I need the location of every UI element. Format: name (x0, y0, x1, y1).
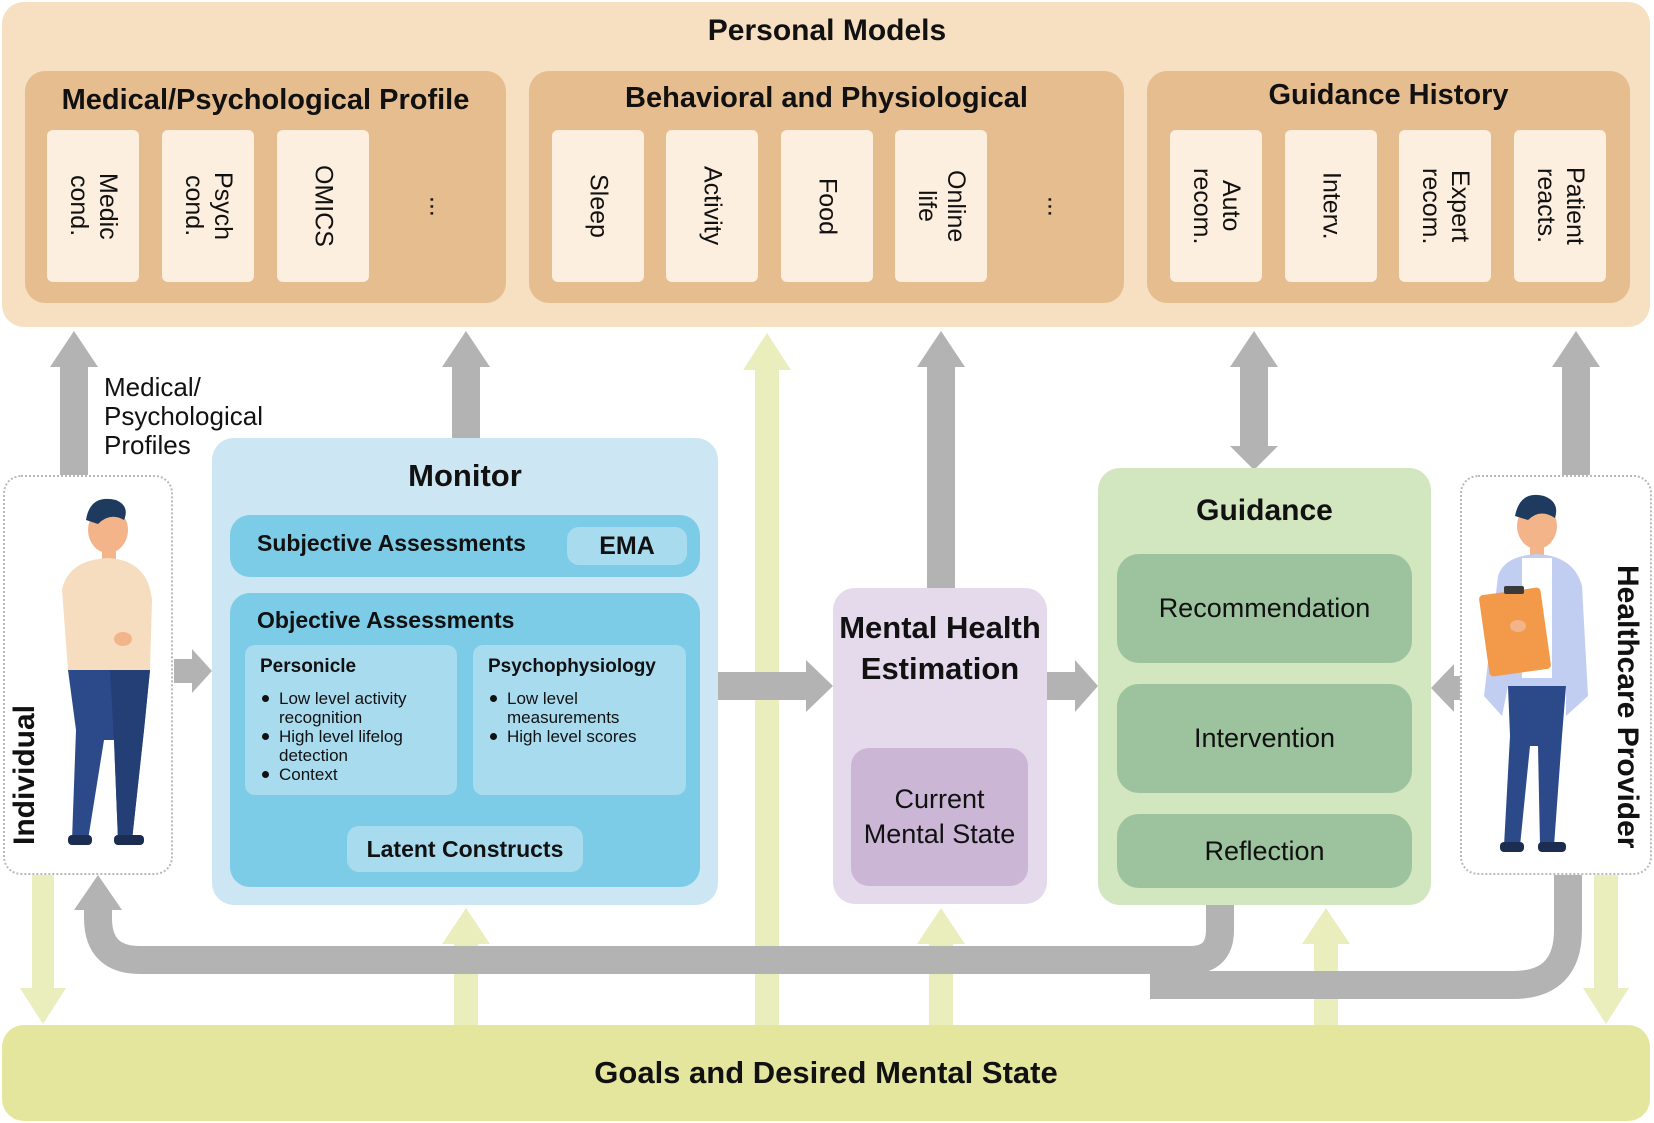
model-card-sleep: Sleep (552, 130, 644, 282)
model-card-activity: Activity (666, 130, 758, 282)
goal-arrows (20, 333, 1629, 1026)
data-flow-arrows (50, 331, 1600, 999)
subjective-assessments: Subjective Assessments (230, 515, 700, 577)
profiles-note: Medical/ Psychological Profiles (104, 372, 263, 460)
guidance-recommendation: Recommendation (1117, 554, 1412, 663)
personal-models-title: Personal Models (707, 14, 947, 47)
list-item: Low level activity recognition (257, 689, 452, 727)
model-card-food: Food (781, 130, 873, 282)
doctor-with-clipboard-icon (1479, 494, 1588, 852)
guidance-title: Guidance (1196, 494, 1333, 527)
objective-label: Objective Assessments (257, 607, 515, 633)
person-standing-icon (62, 498, 152, 845)
goals-bar: Goals and Desired Mental State (2, 1025, 1650, 1121)
model-card-more: ... (1042, 195, 1071, 217)
model-card-medic-cond: Medic cond. (47, 130, 139, 282)
personicle-list: Low level activity recognition High leve… (257, 689, 452, 784)
guidance-reflection: Reflection (1117, 814, 1412, 888)
list-item: Context (257, 765, 452, 784)
estimation-title: Mental Health Estimation (839, 610, 1041, 686)
guidance-intervention: Intervention (1117, 684, 1412, 793)
personicle-box: Personicle Low level activity recognitio… (245, 645, 457, 795)
model-card-online-life: Online life (895, 130, 987, 282)
latent-constructs: Latent Constructs (347, 826, 583, 872)
individual-label: Individual (8, 705, 41, 846)
personicle-title: Personicle (260, 656, 357, 677)
psychophysiology-box: Psychophysiology Low level measurements … (473, 645, 686, 795)
current-mental-state: Current Mental State (851, 748, 1028, 886)
model-card-omics: OMICS (277, 130, 369, 282)
provider-label: Healthcare Provider (1611, 565, 1644, 849)
group-title: Guidance History (1268, 79, 1509, 111)
psychophysiology-list: Low level measurements High level scores (485, 689, 665, 746)
model-card-auto-recom: Auto recom. (1170, 130, 1262, 282)
model-card-more: ... (424, 195, 453, 217)
model-card-expert-recom: Expert recom. (1399, 130, 1491, 282)
model-card-patient-reacts: Patient reacts. (1514, 130, 1606, 282)
monitor-title: Monitor (408, 458, 522, 493)
model-card-interv: Interv. (1285, 130, 1377, 282)
list-item: Low level measurements (485, 689, 665, 727)
subjective-label: Subjective Assessments (257, 530, 526, 556)
group-title: Medical/Psychological Profile (61, 84, 470, 116)
ema-badge: EMA (567, 527, 687, 565)
psychophysiology-title: Psychophysiology (488, 656, 656, 677)
model-card-psych-cond: Psych cond. (162, 130, 254, 282)
group-title: Behavioral and Physiological (625, 82, 1028, 114)
list-item: High level lifelog detection (257, 727, 452, 765)
list-item: High level scores (485, 727, 665, 746)
